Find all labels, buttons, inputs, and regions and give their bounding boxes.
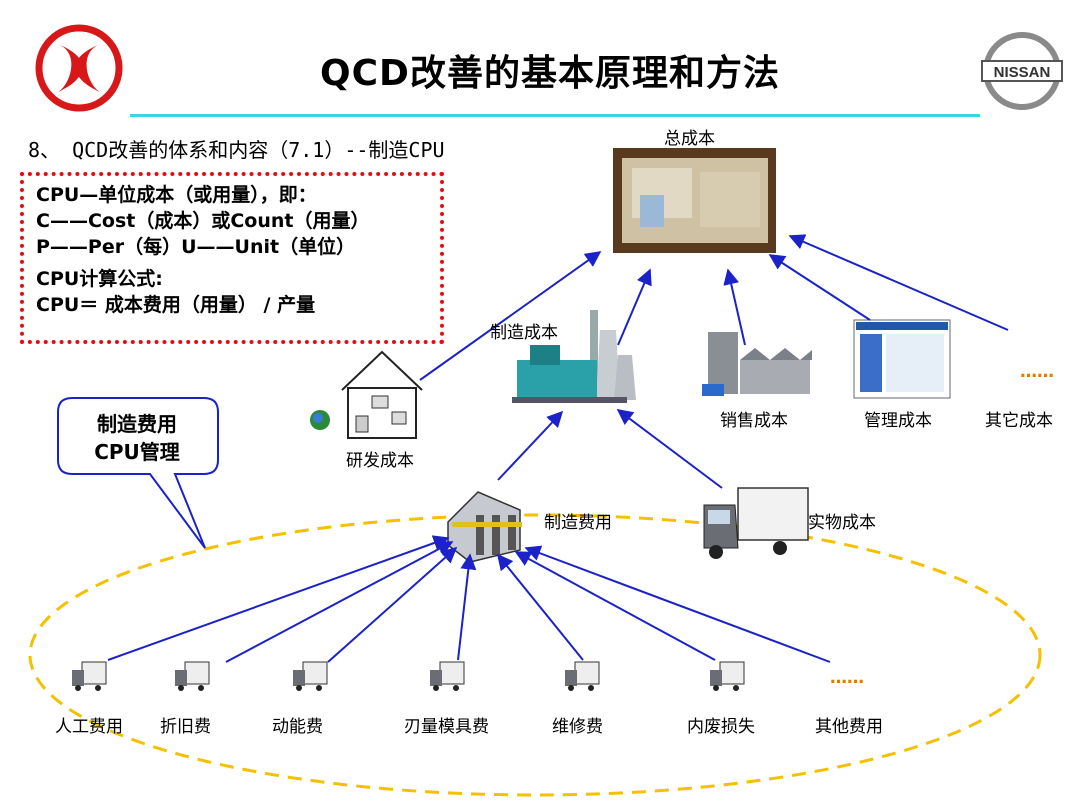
expense-item-label: 维修费 [552, 717, 603, 737]
total-cost-label: 总成本 [664, 129, 715, 149]
material-cost-label: 实物成本 [808, 513, 876, 533]
callout-bubble [57, 397, 219, 549]
rnd-cost-label: 研发成本 [346, 451, 414, 471]
expense-item-label: 动能费 [272, 717, 323, 737]
total-cost-image [613, 148, 776, 253]
small-truck-icons [72, 661, 745, 691]
admin-cost-label: 管理成本 [864, 411, 932, 431]
expense-item-label: 刃量模具费 [404, 717, 489, 737]
cpu-definition-box: CPU—单位成本（或用量），即： C——Cost（成本）或Count（用量） P… [20, 172, 444, 344]
expense-item-label: 内废损失 [687, 717, 755, 737]
other-cost-ellipsis: …… [1020, 362, 1054, 382]
callout-line-2: CPU管理 [94, 440, 180, 464]
house-icon [310, 350, 423, 439]
section-heading: 8、 QCD改善的体系和内容（7.1）--制造CPU [28, 138, 445, 162]
dongfeng-logo [35, 24, 123, 112]
nissan-logo: NISSAN [981, 32, 1063, 110]
admin-screen-image [853, 319, 951, 399]
definition-line: C——Cost（成本）或Count（用量） [36, 210, 370, 232]
definition-line: P——Per（每）U——Unit（单位） [36, 236, 356, 258]
definition-line: CPU计算公式: [36, 268, 163, 290]
expense-ellipse [28, 513, 1042, 797]
other-cost-label: 其它成本 [985, 411, 1053, 431]
manufacturing-cost-label: 制造成本 [490, 323, 558, 343]
definition-line: CPU—单位成本（或用量），即： [36, 184, 317, 206]
title-divider [130, 114, 980, 117]
expense-item-label: 折旧费 [160, 717, 211, 737]
arrows [107, 234, 1009, 663]
expense-ellipsis: …… [830, 668, 864, 688]
svg-text:NISSAN: NISSAN [994, 64, 1051, 81]
page-title: QCD改善的基本原理和方法 [320, 53, 780, 94]
callout-line-1: 制造费用 [97, 412, 177, 436]
expense-item-label: 人工费用 [55, 717, 123, 737]
definition-line: CPU＝ 成本费用（用量） / 产量 [36, 294, 316, 316]
callout-text: 制造费用 CPU管理 [62, 410, 212, 466]
sales-cost-label: 销售成本 [720, 411, 788, 431]
truck-icon [703, 487, 809, 559]
factory-icon [512, 310, 636, 403]
office-building-icon [447, 491, 522, 563]
sales-building-icon [702, 332, 812, 396]
manufacturing-expense-label: 制造费用 [544, 513, 612, 533]
expense-item-label: 其他费用 [815, 717, 883, 737]
